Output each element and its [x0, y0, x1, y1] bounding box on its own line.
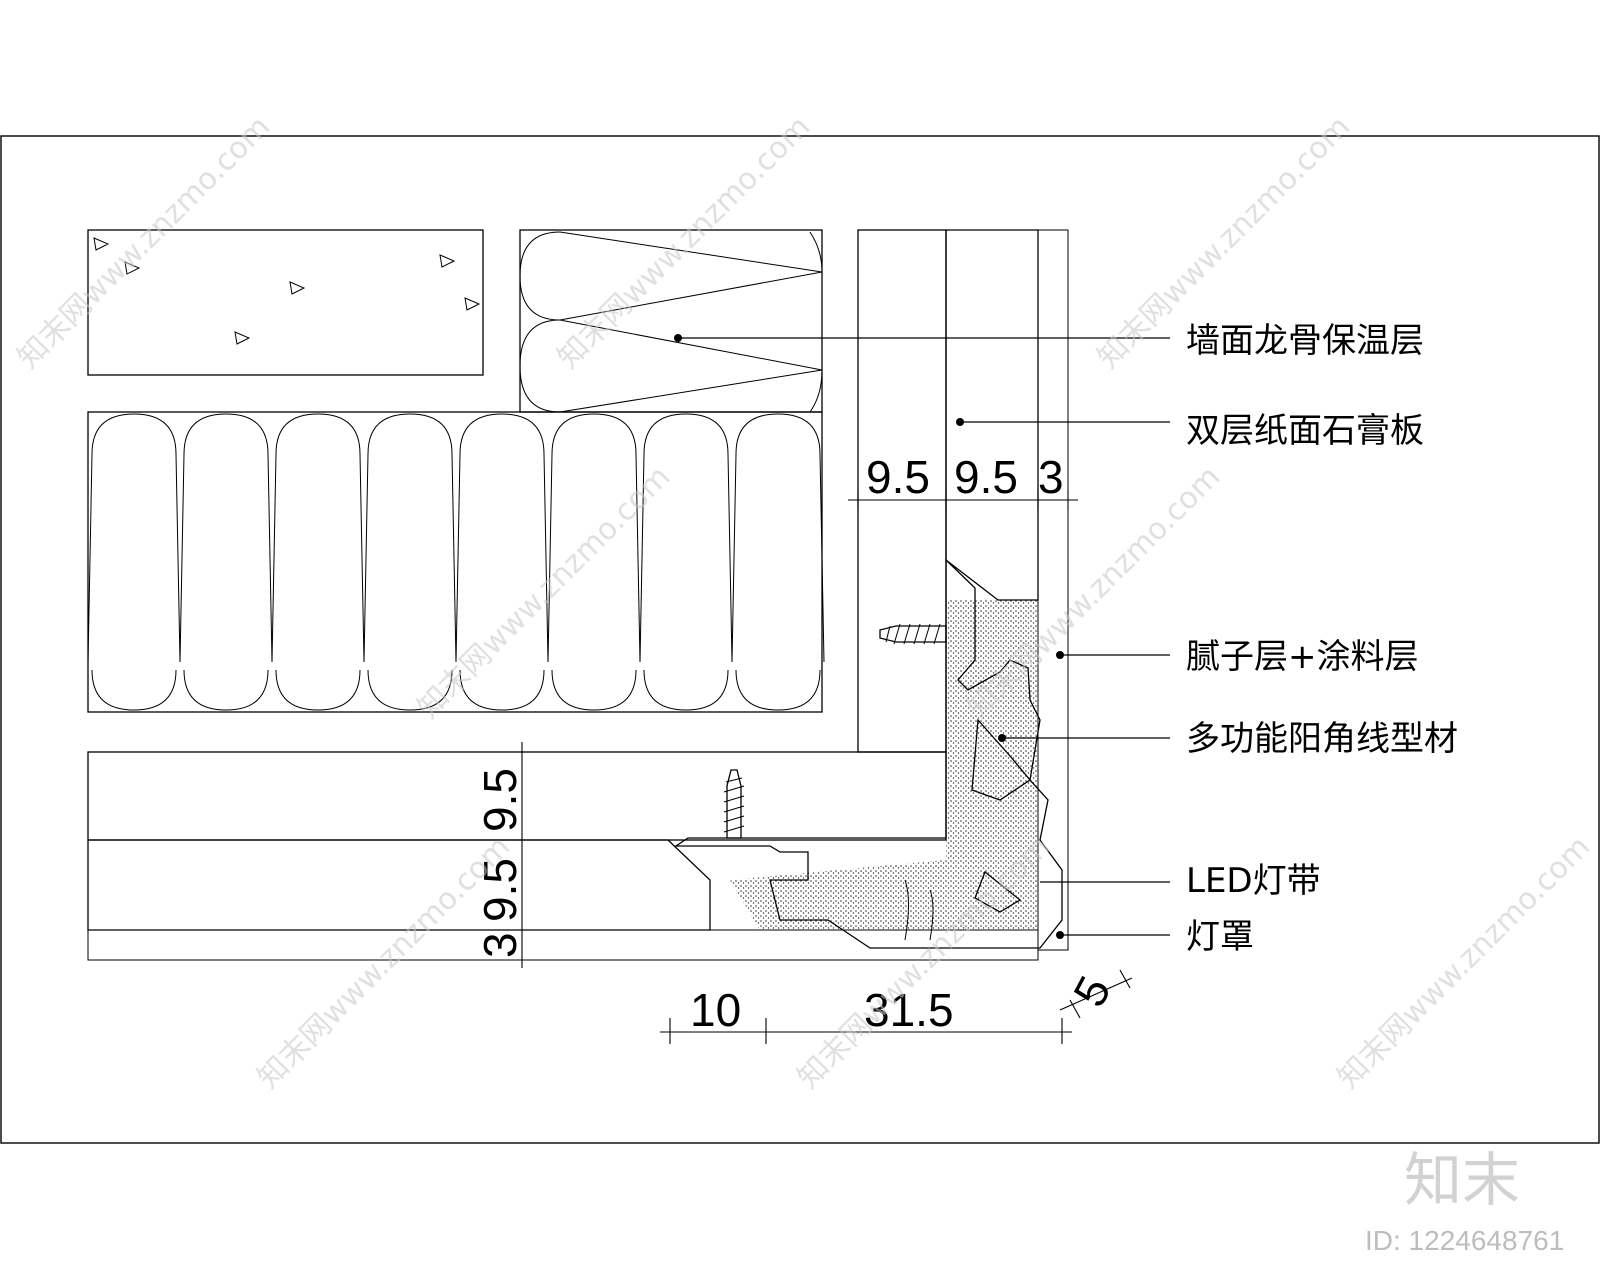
corner-profile: [673, 558, 1063, 949]
dimension-bottom: [660, 1018, 1072, 1044]
dim-bottom-a: 10: [690, 984, 741, 1036]
dim-diag: 5: [1063, 968, 1121, 1015]
dim-top-c: 3: [1038, 451, 1064, 503]
dim-top-a: 9.5: [866, 451, 930, 503]
dimension-diagonal: [1059, 969, 1133, 1019]
svg-text:知末网www.znzmo.com: 知末网www.znzmo.com: [1331, 829, 1597, 1095]
label-wall-keel-insulation: 墙面龙骨保温层: [1186, 321, 1424, 361]
dimension-left: [512, 742, 532, 968]
svg-text:知末网www.znzmo.com: 知末网www.znzmo.com: [11, 109, 277, 375]
dim-left-a: 9.5: [474, 768, 526, 832]
dim-bottom-b: 31.5: [864, 984, 954, 1036]
label-double-gypsum: 双层纸面石膏板: [1186, 411, 1424, 451]
svg-text:知末网www.znzmo.com: 知末网www.znzmo.com: [551, 109, 817, 375]
dim-top-b: 9.5: [954, 451, 1018, 503]
leader-lines: [674, 334, 1170, 939]
drawing-frame: [0, 135, 1600, 1144]
svg-text:知末网www.znzmo.com: 知末网www.znzmo.com: [411, 459, 677, 725]
label-led-strip: LED灯带: [1186, 861, 1321, 901]
dimension-top: [848, 490, 1078, 510]
dim-left-b: 9.5: [474, 858, 526, 922]
label-lamp-cover: 灯罩: [1186, 917, 1254, 957]
label-putty-coating: 腻子层+涂料层: [1186, 637, 1419, 677]
screw-vertical: [723, 769, 745, 839]
batt-loops: [87, 413, 825, 711]
concrete-wall: [87, 229, 484, 376]
image-id: ID: 1224648761: [1365, 1225, 1564, 1256]
svg-text:知末网www.znzmo.com: 知末网www.znzmo.com: [251, 829, 517, 1095]
dim-left-c: 3: [474, 932, 526, 958]
watermarks: 知末网www.znzmo.com 知末网www.znzmo.com 知末网www…: [11, 109, 1597, 1095]
batt-insulation: [87, 411, 825, 713]
brand-mark: 知末: [1404, 1146, 1520, 1214]
screw-horizontal: [879, 623, 947, 645]
label-corner-profile: 多功能阳角线型材: [1186, 719, 1458, 759]
